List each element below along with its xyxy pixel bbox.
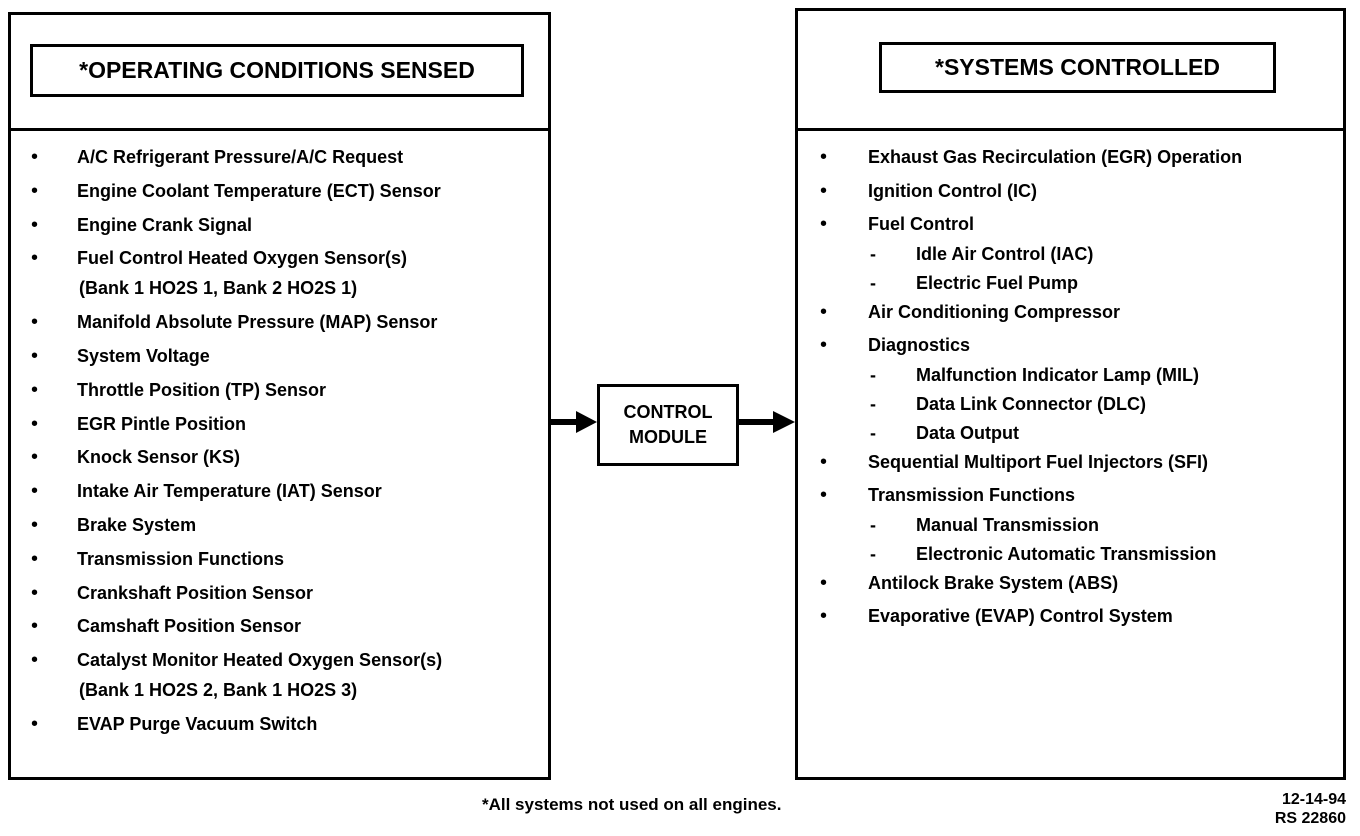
dash-icon: - — [870, 423, 876, 443]
subsystem-label: Malfunction Indicator Lamp (MIL) — [916, 365, 1199, 385]
dash-icon: - — [870, 244, 876, 264]
footnote: *All systems not used on all engines. — [482, 795, 782, 814]
bullet-icon: • — [820, 484, 828, 506]
system-label: Sequential Multiport Fuel Injectors (SFI… — [868, 451, 1209, 472]
dash-icon: - — [870, 365, 876, 385]
bullet-icon: • — [820, 334, 828, 356]
bullet-icon: • — [31, 213, 39, 236]
dash-icon: - — [870, 544, 876, 564]
systems-controlled-header: *SYSTEMS CONTROLLED — [798, 11, 1343, 131]
control-module-box: CONTROL MODULE — [597, 384, 739, 466]
condition-label-continued: (Bank 1 HO2S 2, Bank 1 HO2S 3) — [79, 680, 358, 701]
condition-label: Transmission Functions — [77, 548, 285, 569]
bullet-icon: • — [31, 247, 39, 270]
bullet-icon: • — [820, 605, 828, 627]
figure-code: 12-14-94 RS 22860 — [1275, 790, 1346, 828]
condition-label: Engine Coolant Temperature (ECT) Sensor — [77, 180, 441, 201]
system-label: Ignition Control (IC) — [868, 180, 1037, 201]
system-label: Air Conditioning Compressor — [868, 301, 1120, 322]
bullet-icon: • — [31, 311, 39, 334]
system-label: Antilock Brake System (ABS) — [868, 572, 1119, 593]
condition-label: System Voltage — [77, 346, 210, 366]
condition-label: Brake System — [77, 515, 197, 535]
bullet-icon: • — [31, 378, 39, 401]
subsystem-label: Idle Air Control (IAC) — [916, 244, 1094, 264]
dash-icon: - — [870, 515, 876, 535]
figure-date: 12-14-94 — [1281, 791, 1346, 808]
bullet-icon: • — [31, 649, 39, 672]
bullet-icon: • — [31, 480, 39, 503]
condition-label: Fuel Control Heated Oxygen Sensor(s) — [77, 248, 408, 269]
condition-label: Catalyst Monitor Heated Oxygen Sensor(s) — [77, 650, 443, 671]
bullet-icon: • — [820, 179, 828, 202]
condition-label: Intake Air Temperature (IAT) Sensor — [77, 481, 382, 502]
bullet-icon: • — [820, 146, 828, 168]
condition-label: Throttle Position (TP) Sensor — [77, 379, 327, 400]
figure-ref: RS 22860 — [1274, 810, 1346, 827]
system-label: Fuel Control — [868, 214, 974, 234]
condition-label: Manifold Absolute Pressure (MAP) Sensor — [77, 312, 438, 333]
bullet-icon: • — [820, 571, 828, 594]
condition-label: Crankshaft Position Sensor — [77, 582, 314, 603]
condition-label: Camshaft Position Sensor — [77, 616, 302, 637]
subsystem-label: Data Link Connector (DLC) — [916, 394, 1147, 414]
subsystem-label: Data Output — [916, 423, 1019, 443]
operating-conditions-header: *OPERATING CONDITIONS SENSED — [11, 15, 548, 131]
condition-label: Knock Sensor (KS) — [77, 447, 241, 468]
condition-label: EVAP Purge Vacuum Switch — [77, 714, 318, 734]
system-label: Evaporative (EVAP) Control System — [868, 606, 1173, 626]
condition-label-continued: (Bank 1 HO2S 1, Bank 2 HO2S 1) — [79, 278, 358, 299]
control-module-line1: CONTROL — [623, 402, 713, 422]
systems-controlled-panel: *SYSTEMS CONTROLLED • Exhaust Gas Recircu… — [795, 8, 1346, 780]
subsystem-label: Manual Transmission — [916, 515, 1100, 535]
input-arrow — [551, 411, 597, 433]
bullet-icon: • — [31, 146, 39, 168]
system-label: Transmission Functions — [868, 485, 1076, 505]
subsystem-label: Electronic Automatic Transmission — [916, 544, 1217, 564]
bullet-icon: • — [31, 547, 39, 570]
dash-icon: - — [870, 394, 876, 414]
condition-label: Engine Crank Signal — [77, 214, 253, 235]
dash-icon: - — [870, 273, 876, 293]
bullet-icon: • — [820, 213, 828, 235]
condition-label: A/C Refrigerant Pressure/A/C Request — [77, 147, 404, 167]
bullet-icon: • — [31, 179, 39, 202]
bullet-icon: • — [31, 412, 39, 435]
bullet-icon: • — [31, 713, 39, 735]
control-module-line2: MODULE — [629, 427, 707, 447]
operating-conditions-title: *OPERATING CONDITIONS SENSED — [30, 44, 524, 97]
output-arrow — [739, 411, 795, 433]
bullet-icon: • — [31, 446, 39, 469]
subsystem-label: Electric Fuel Pump — [916, 273, 1079, 293]
bullet-icon: • — [820, 450, 828, 473]
system-label: Diagnostics — [868, 335, 971, 355]
bullet-icon: • — [31, 615, 39, 638]
bullet-icon: • — [31, 345, 39, 367]
operating-conditions-panel: *OPERATING CONDITIONS SENSED • A/C Refrig… — [8, 12, 551, 780]
bullet-icon: • — [31, 581, 39, 604]
bullet-icon: • — [31, 514, 39, 536]
systems-controlled-title: *SYSTEMS CONTROLLED — [879, 42, 1276, 93]
system-label: Exhaust Gas Recirculation (EGR) Operatio… — [868, 147, 1243, 167]
bullet-icon: • — [820, 300, 828, 323]
condition-label: EGR Pintle Position — [77, 413, 247, 434]
